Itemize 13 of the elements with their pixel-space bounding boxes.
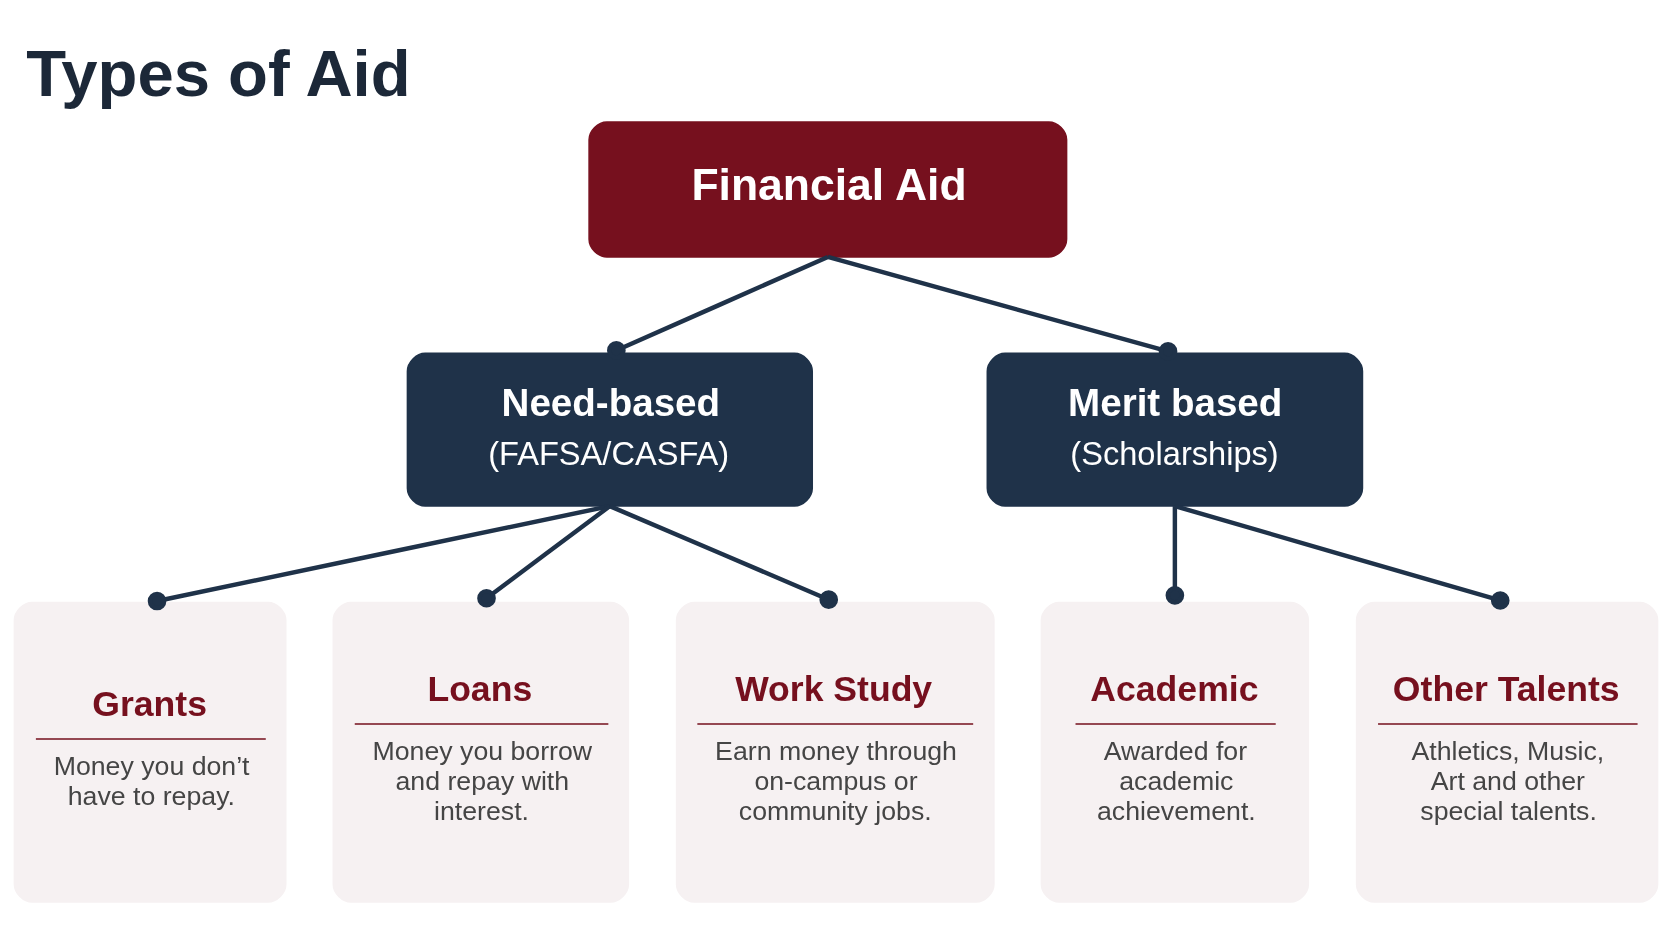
node-box: Need-based (FAFSA/CASFA) (406, 352, 813, 507)
node-box: Grants Money you don’t have to repay. (13, 601, 287, 903)
node-box: Financial Aid (588, 121, 1068, 258)
connector (147, 503, 611, 611)
node-box: Other Talents Athletics, Music, Art and other special talents. (1355, 601, 1659, 903)
connector (1174, 503, 1510, 610)
diagram-title: Types of Aid (26, 36, 411, 110)
node-box: Loans Money you borrow and repay with interest. (332, 601, 630, 903)
connector (608, 504, 839, 610)
node-box: Work Study Earn money through on-campus or community jobs. (675, 601, 995, 903)
connector (1165, 506, 1185, 605)
node-box: Academic Awarded for academic achievement. (1040, 601, 1310, 903)
node-box: Merit based (Scholarships) (986, 352, 1364, 507)
